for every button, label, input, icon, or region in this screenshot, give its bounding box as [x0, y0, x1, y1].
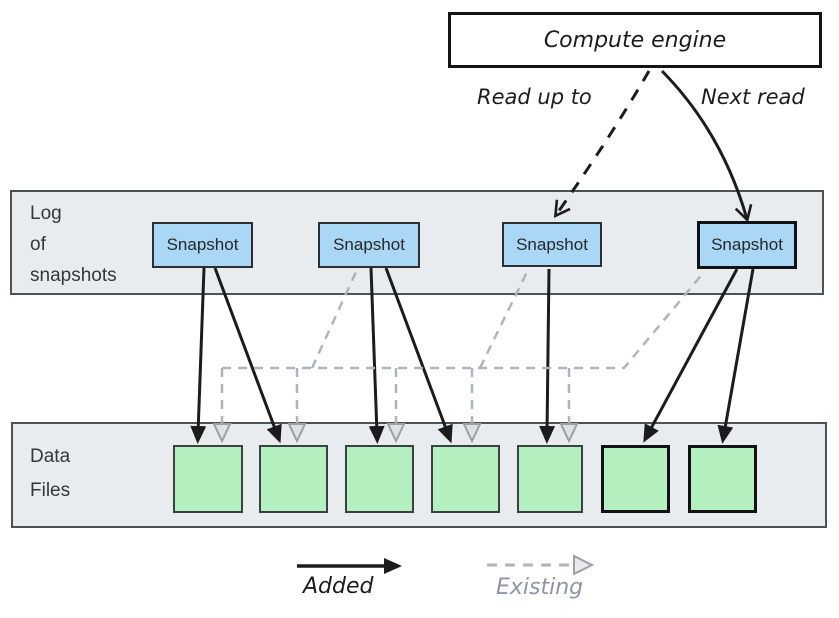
data-file-5	[517, 445, 583, 513]
snapshot-box-1-label: Snapshot	[166, 235, 239, 254]
snapshot-box-2: Snapshot	[318, 222, 420, 268]
snapshot-box-4-label: Snapshot	[711, 235, 783, 254]
log-band-label-line3: snapshots	[30, 265, 117, 286]
snapshot-box-3: Snapshot	[502, 222, 602, 267]
data-file-4	[431, 445, 500, 513]
legend-existing-label: Existing	[496, 575, 584, 600]
data-file-6	[601, 445, 670, 513]
snapshot-box-3-label: Snapshot	[516, 234, 588, 254]
data-band-label-line1: Data	[30, 446, 71, 467]
data-file-1	[173, 445, 243, 513]
data-file-7	[688, 445, 757, 513]
data-band-label: Data Files	[30, 440, 70, 508]
data-band-label-line2: Files	[30, 480, 71, 501]
compute-engine-label: Compute engine	[543, 27, 727, 53]
read-up-to-label: Read up to	[477, 85, 592, 109]
legend-added-label: Added	[303, 574, 374, 599]
log-band-label: Log of snapshots	[30, 198, 117, 291]
data-file-2	[259, 445, 328, 513]
legend-existing-arrowhead-icon	[573, 554, 595, 576]
data-file-3	[345, 445, 414, 513]
snapshot-box-2-label: Snapshot	[333, 235, 405, 254]
snapshot-box-4: Snapshot	[697, 221, 797, 269]
log-band-label-line2: of	[30, 234, 46, 255]
log-band-label-line1: Log	[30, 203, 62, 224]
compute-engine-box: Compute engine	[448, 12, 822, 68]
next-read-label: Next read	[701, 85, 805, 109]
snapshot-box-1: Snapshot	[152, 222, 253, 268]
